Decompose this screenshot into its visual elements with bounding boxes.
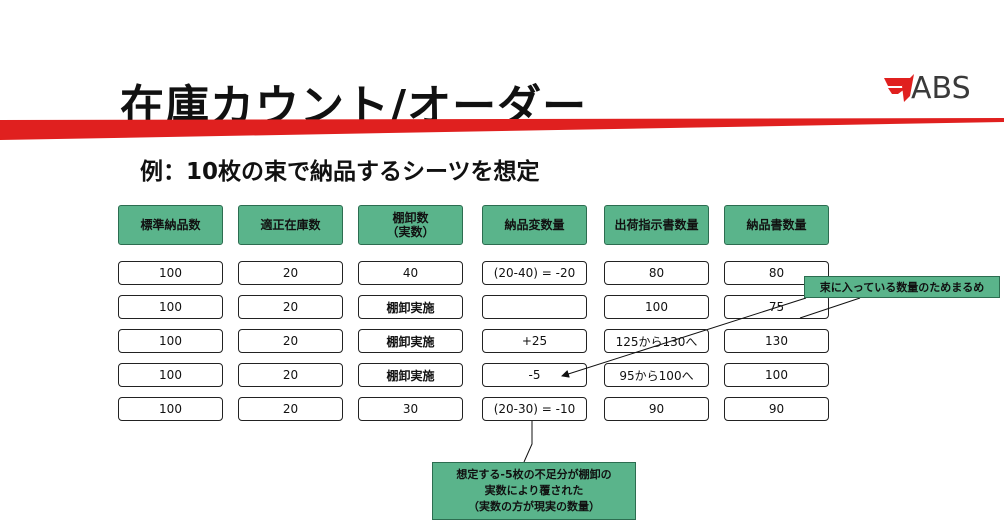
table-cell: 20 (238, 397, 343, 421)
table-cell: 75 (724, 295, 829, 319)
table-cell: 100 (118, 363, 223, 387)
shortage-callout-line: 想定する-5枚の不足分が棚卸の (456, 468, 612, 481)
column-header-shipping-order-qty: 出荷指示書数量 (604, 205, 709, 245)
abs-logo-mark-icon (884, 74, 914, 102)
table-cell: 100 (118, 295, 223, 319)
table-cell: 30 (358, 397, 463, 421)
table-cell: 20 (238, 329, 343, 353)
table-cell: 90 (604, 397, 709, 421)
table-cell: 40 (358, 261, 463, 285)
column-header-standard-delivery: 標準納品数 (118, 205, 223, 245)
pointer-to-bottom-callout (523, 421, 533, 463)
table-cell: -5 (482, 363, 587, 387)
column-header-delivery-note-qty: 納品書数量 (724, 205, 829, 245)
column-header-proper-stock: 適正在庫数 (238, 205, 343, 245)
table-cell: 90 (724, 397, 829, 421)
table-cell: 100 (604, 295, 709, 319)
table-cell: 100 (118, 261, 223, 285)
table-cell: 棚卸実施 (358, 295, 463, 319)
table-cell: 95から100へ (604, 363, 709, 387)
table-cell: 100 (118, 397, 223, 421)
table-cell: 100 (724, 363, 829, 387)
table-cell: +25 (482, 329, 587, 353)
slide-subtitle: 例：10枚の束で納品するシーツを想定 (140, 159, 540, 185)
table-cell: 20 (238, 363, 343, 387)
column-header-delivery-variance: 納品変数量 (482, 205, 587, 245)
rounding-callout: 束に入っている数量のためまるめ (804, 276, 1000, 298)
table-cell: 100 (118, 329, 223, 353)
header-red-band (0, 118, 1004, 140)
table-cell: 130 (724, 329, 829, 353)
column-header-inventory-count: 棚卸数 （実数） (358, 205, 463, 245)
table-cell (482, 295, 587, 319)
shortage-callout-line: 実数により覆された (484, 484, 584, 497)
table-cell: 20 (238, 295, 343, 319)
table-cell: (20-40) = -20 (482, 261, 587, 285)
shortage-callout-line: （実数の方が現実の数量） (468, 500, 600, 513)
table-cell: (20-30) = -10 (482, 397, 587, 421)
shortage-callout: 想定する-5枚の不足分が棚卸の 実数により覆された （実数の方が現実の数量） (432, 462, 636, 520)
table-cell: 80 (604, 261, 709, 285)
abs-logo: ABS (884, 72, 984, 106)
table-cell: 125から130へ (604, 329, 709, 353)
table-cell: 棚卸実施 (358, 363, 463, 387)
logo-text: ABS (911, 71, 971, 106)
table-cell: 棚卸実施 (358, 329, 463, 353)
table-cell: 20 (238, 261, 343, 285)
